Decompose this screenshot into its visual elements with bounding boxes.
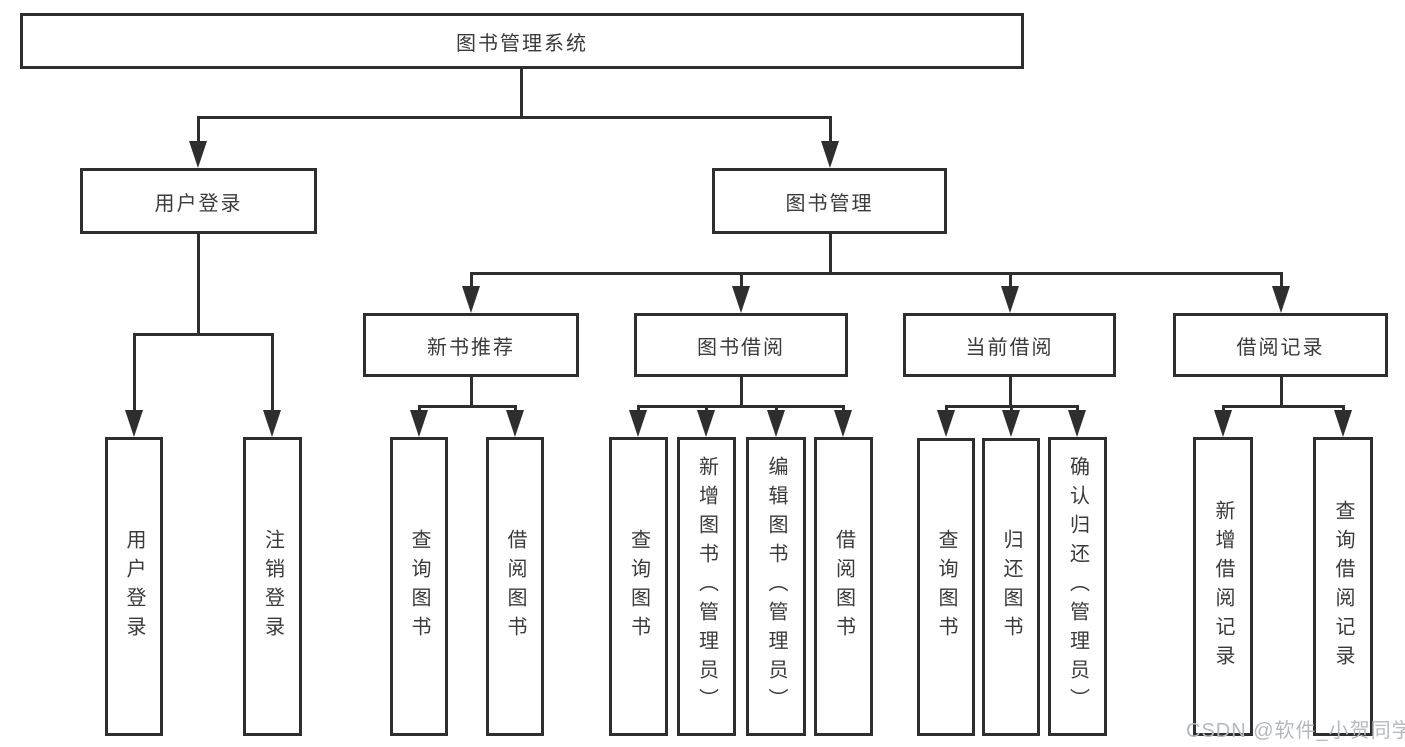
connector-user-login-rail xyxy=(133,333,274,336)
connector-user-login-stem xyxy=(197,234,200,335)
node-new-book-recommend: 新书推荐 xyxy=(363,313,579,377)
node-label: 新书推荐 xyxy=(427,336,515,359)
leaf-user-login: 用户登录 xyxy=(105,437,163,736)
leaf-query-borrow-record: 查询借阅记录 xyxy=(1313,437,1373,736)
node-label: 用户登录 xyxy=(154,192,243,215)
leaf-label: 查询借阅记录 xyxy=(1332,499,1354,674)
connector-drop-leaf xyxy=(418,405,421,413)
node-label: 图书管理 xyxy=(785,192,874,215)
arrow-down-icon xyxy=(629,410,647,437)
arrow-down-icon xyxy=(1002,410,1020,437)
connector-drop-leaf xyxy=(271,333,274,413)
leaf-add-borrow-record: 新增借阅记录 xyxy=(1193,437,1253,736)
arrow-down-icon xyxy=(1068,410,1086,437)
arrow-down-icon xyxy=(462,286,480,313)
leaf-confirm-return-admin: 确认归还（管理员） xyxy=(1048,437,1107,736)
connector-drop-leaf xyxy=(705,405,708,413)
leaf-label: 借阅图书 xyxy=(504,528,526,645)
connector-drop-leaf xyxy=(1342,405,1345,413)
node-current-borrowing: 当前借阅 xyxy=(903,313,1116,377)
connector-drop-leaf xyxy=(842,405,845,413)
connector-borrow-record-rail xyxy=(1222,405,1345,408)
connector-drop-book-management xyxy=(829,116,832,144)
arrow-down-icon xyxy=(834,410,852,437)
leaf-label: 编辑图书（管理员） xyxy=(765,456,787,717)
leaf-edit-book-admin: 编辑图书（管理员） xyxy=(746,437,806,736)
connector-drop-leaf xyxy=(637,405,640,413)
node-label: 图书管理系统 xyxy=(456,32,588,55)
connector-drop-current-borrow xyxy=(1009,272,1012,288)
arrow-down-icon xyxy=(1272,286,1290,313)
leaf-label: 查询图书 xyxy=(935,529,957,645)
csdn-watermark: CSDN @软件_小贺同学 xyxy=(1186,720,1405,742)
leaf-borrow-books-borrowing: 借阅图书 xyxy=(814,437,873,736)
node-label: 借阅记录 xyxy=(1236,336,1325,359)
connector-level3-rail xyxy=(470,272,1283,275)
connector-drop-new-book xyxy=(470,272,473,288)
connector-drop-book-borrow xyxy=(740,272,743,288)
arrow-down-icon xyxy=(1334,410,1352,437)
connector-new-book-stem xyxy=(470,377,473,408)
connector-drop-user-login xyxy=(197,116,200,144)
arrow-down-icon xyxy=(189,141,207,168)
arrow-down-icon xyxy=(125,410,143,437)
leaf-query-books-recommend: 查询图书 xyxy=(390,437,448,736)
connector-drop-leaf xyxy=(1076,405,1079,413)
connector-drop-leaf xyxy=(945,405,948,413)
arrow-down-icon xyxy=(697,410,715,437)
leaf-borrow-books-recommend: 借阅图书 xyxy=(486,437,544,736)
connector-new-book-rail xyxy=(418,405,517,408)
leaf-label: 查询图书 xyxy=(627,528,650,645)
connector-book-mgmt-stem xyxy=(829,234,832,275)
node-book-borrowing: 图书借阅 xyxy=(634,313,848,377)
arrow-down-icon xyxy=(263,410,281,437)
connector-current-borrow-stem xyxy=(1009,377,1012,408)
connector-root-stem xyxy=(520,69,523,119)
node-borrowing-records: 借阅记录 xyxy=(1173,313,1388,377)
connector-book-borrow-stem xyxy=(740,377,743,408)
leaf-label: 借阅图书 xyxy=(832,528,855,645)
arrow-down-icon xyxy=(732,286,750,313)
leaf-label: 新增图书（管理员） xyxy=(695,456,718,717)
node-label: 图书借阅 xyxy=(697,336,785,359)
leaf-label: 归还图书 xyxy=(1000,529,1022,645)
arrow-down-icon xyxy=(937,410,955,437)
arrow-down-icon xyxy=(821,141,839,168)
leaf-label: 用户登录 xyxy=(123,528,145,645)
connector-drop-borrow-record xyxy=(1280,272,1283,288)
connector-drop-leaf xyxy=(514,405,517,413)
arrow-down-icon xyxy=(1214,410,1232,437)
leaf-label: 注销登录 xyxy=(261,528,284,645)
connector-level2-rail xyxy=(197,116,832,119)
leaf-label: 新增借阅记录 xyxy=(1212,499,1234,674)
connector-borrow-record-stem xyxy=(1280,377,1283,408)
node-book-management: 图书管理 xyxy=(712,168,947,234)
connector-drop-leaf xyxy=(1010,405,1013,413)
connector-book-borrow-rail xyxy=(637,405,845,408)
node-user-login: 用户登录 xyxy=(80,168,317,234)
leaf-add-book-admin: 新增图书（管理员） xyxy=(677,437,736,736)
leaf-label: 确认归还（管理员） xyxy=(1066,456,1089,717)
arrow-down-icon xyxy=(410,410,428,437)
connector-drop-leaf xyxy=(133,333,136,413)
arrow-down-icon xyxy=(506,410,524,437)
node-book-mgmt-system: 图书管理系统 xyxy=(20,13,1024,69)
connector-drop-leaf xyxy=(775,405,778,413)
leaf-query-books-current: 查询图书 xyxy=(917,438,975,736)
arrow-down-icon xyxy=(767,410,785,437)
node-label: 当前借阅 xyxy=(965,336,1054,359)
leaf-logout: 注销登录 xyxy=(243,437,302,736)
leaf-label: 查询图书 xyxy=(408,528,430,645)
leaf-return-books: 归还图书 xyxy=(982,438,1040,736)
leaf-query-books-borrowing: 查询图书 xyxy=(609,437,668,736)
arrow-down-icon xyxy=(1001,286,1019,313)
connector-drop-leaf xyxy=(1222,405,1225,413)
